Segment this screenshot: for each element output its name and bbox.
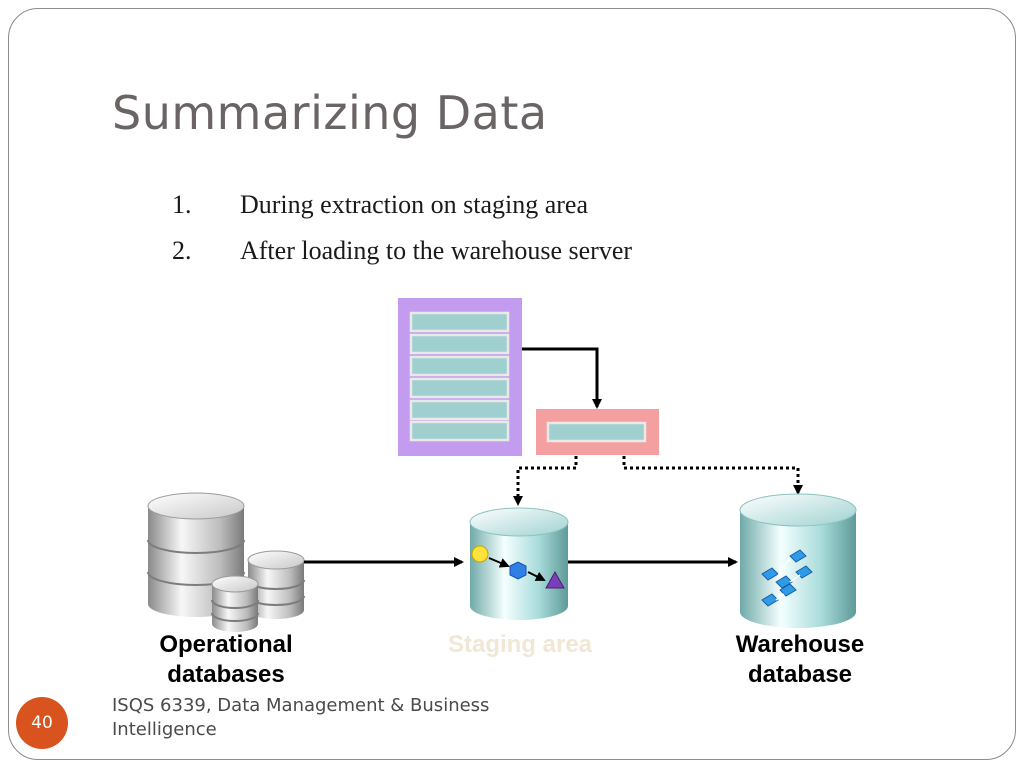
summary-result-table	[536, 409, 659, 455]
list-number-2: 2.	[172, 236, 192, 265]
staging-area-icon	[469, 507, 569, 620]
label-staging: Staging area	[447, 631, 593, 658]
summary-source-table	[398, 298, 522, 456]
warehouse-database-icon	[739, 493, 857, 628]
list-number-1: 1.	[172, 190, 192, 219]
slide-title: Summarizing Data	[112, 86, 548, 140]
label-warehouse-line1: Warehouse	[735, 631, 865, 658]
list-item-1: During extraction on staging area	[240, 190, 588, 219]
label-operational-line1: Operational	[159, 631, 293, 658]
operational-databases-icon	[147, 492, 305, 632]
label-warehouse-line2: database	[747, 661, 853, 688]
dotted-arrow-staging	[513, 456, 578, 506]
dotted-arrow-warehouse	[622, 456, 803, 495]
slide-footer: ISQS 6339, Data Management & Business In…	[112, 695, 490, 740]
summary-arrow	[522, 347, 602, 409]
label-operational-line2: databases	[167, 661, 285, 688]
list-item-2: After loading to the warehouse server	[240, 236, 633, 265]
slide-frame	[8, 8, 1016, 760]
page-number-badge: 40	[16, 697, 68, 749]
